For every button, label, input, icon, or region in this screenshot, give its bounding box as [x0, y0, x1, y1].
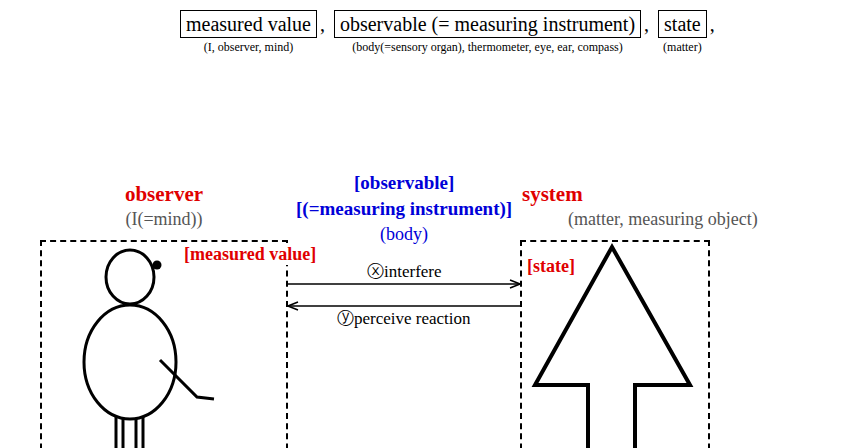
- region-tag: [measured value]: [182, 243, 318, 265]
- box-subscript: (body(=sensory organ), thermometer, eye,…: [352, 40, 623, 54]
- comma: ,: [320, 12, 325, 36]
- perceive-arrow: [288, 305, 520, 307]
- head: [106, 250, 154, 304]
- edge-label: ⓨperceive reaction: [337, 309, 471, 329]
- leg: [122, 418, 125, 448]
- body-label: (body): [380, 223, 428, 245]
- region-subheading: (matter, measuring object): [568, 208, 758, 230]
- system-region: system(matter, measuring object)[state]: [520, 240, 710, 448]
- instrument-label: [(=measuring instrument)]: [296, 197, 512, 220]
- comma: ,: [644, 12, 649, 36]
- arm: [160, 360, 214, 399]
- region-subheading: (I(=mind)): [42, 208, 286, 230]
- observer-figure: [84, 250, 214, 448]
- observable-label: [observable]: [354, 171, 454, 194]
- observer-region: observer(I(=mind))[measured value]: [40, 240, 288, 448]
- region-heading: system: [522, 182, 583, 207]
- box-subscript: (matter): [663, 40, 702, 54]
- edge-label: ⓧinterfere: [367, 262, 442, 282]
- leg: [115, 416, 118, 448]
- region-tag: [state]: [525, 255, 577, 277]
- state-box: state(matter): [658, 10, 707, 38]
- observable-box: observable (= measuring instrument)(body…: [334, 10, 641, 38]
- interfere-arrow: [288, 283, 520, 285]
- measured-value-box: measured value(I, observer, mind): [180, 10, 317, 38]
- leg: [142, 416, 145, 448]
- box-label: observable (= measuring instrument): [340, 12, 635, 36]
- box-subscript: (I, observer, mind): [204, 40, 294, 54]
- box-label: state: [664, 12, 701, 36]
- eye: [153, 261, 162, 270]
- region-heading: observer: [42, 182, 286, 207]
- comma: ,: [710, 12, 715, 36]
- box-label: measured value: [186, 12, 311, 36]
- system-arrow-figure: [535, 247, 690, 448]
- leg: [135, 418, 138, 448]
